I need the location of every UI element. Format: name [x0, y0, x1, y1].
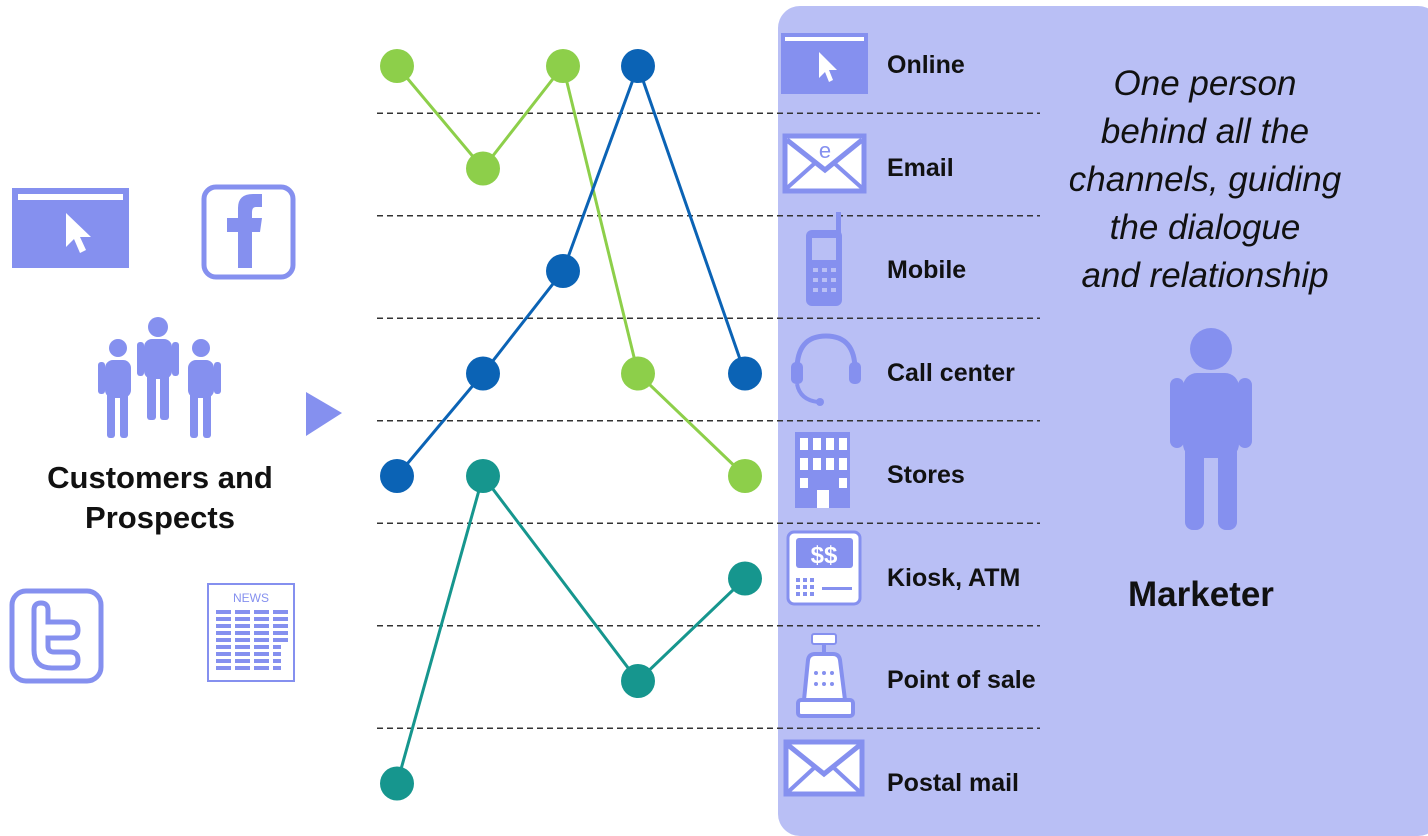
person-icon: [1170, 328, 1252, 530]
journey-touchpoint: [380, 49, 414, 83]
customers-label-line1: Customers and: [47, 460, 273, 495]
journey-touchpoint: [546, 254, 580, 288]
channel-label: Stores: [887, 461, 965, 489]
customers-label-line2: Prospects: [85, 500, 235, 535]
journey-paths: [380, 49, 762, 801]
channel-label: Email: [887, 153, 954, 182]
journey-touchpoint: [380, 459, 414, 493]
journey-path-line: [395, 472, 747, 784]
facebook-icon: [201, 184, 296, 280]
quote-line: behind all the: [1100, 112, 1310, 151]
journey-touchpoint: [621, 664, 655, 698]
browser-cursor-icon: [781, 33, 868, 94]
journey-touchpoint: [621, 49, 655, 83]
people-group-icon: [98, 317, 221, 438]
marketer-panel: [778, 6, 1428, 836]
arrow-right-icon: [306, 392, 342, 436]
journey-touchpoint: [728, 561, 762, 596]
journey-touchpoint: [728, 459, 762, 493]
marketer-label: Marketer: [1128, 575, 1274, 614]
journey-touchpoint: [380, 766, 414, 801]
quote-line: and relationship: [1081, 256, 1329, 295]
journey-touchpoint: [728, 356, 762, 391]
channel-label: Point of sale: [887, 666, 1036, 694]
quote-line: the dialogue: [1109, 208, 1301, 247]
channel-dividers: [377, 112, 1040, 729]
atm-icon: $$: [786, 530, 862, 606]
atm-screen-text: $$: [811, 542, 838, 569]
marketer-quote: One person behind all the channels, guid…: [1030, 60, 1380, 300]
browser-cursor-icon: [12, 188, 129, 268]
email-letter: e: [819, 138, 831, 163]
postal-envelope-icon: [783, 739, 865, 797]
twitter-icon: [9, 588, 104, 684]
building-icon: [795, 432, 850, 508]
email-envelope-icon: e: [782, 133, 867, 194]
journey-touchpoint: [466, 356, 500, 391]
channel-label: Call center: [887, 358, 1015, 387]
newspaper-icon: NEWS: [207, 583, 295, 682]
channel-label: Online: [887, 51, 965, 79]
channel-label: Mobile: [887, 256, 967, 284]
cash-register-icon: [796, 633, 855, 718]
quote-line: One person: [1113, 64, 1297, 103]
journey-touchpoint: [466, 151, 500, 186]
channel-label: Kiosk, ATM: [887, 563, 1021, 592]
quote-line: channels, guiding: [1068, 160, 1342, 199]
customers-label: Customers and Prospects: [20, 458, 300, 538]
journey-touchpoint: [621, 356, 655, 391]
channel-label: Postal mail: [887, 768, 1019, 797]
mobile-phone-icon: [806, 212, 842, 306]
journey-touchpoint: [466, 459, 500, 493]
journey-touchpoint: [546, 49, 580, 83]
newspaper-masthead: NEWS: [233, 591, 269, 605]
headset-icon: [791, 333, 861, 406]
